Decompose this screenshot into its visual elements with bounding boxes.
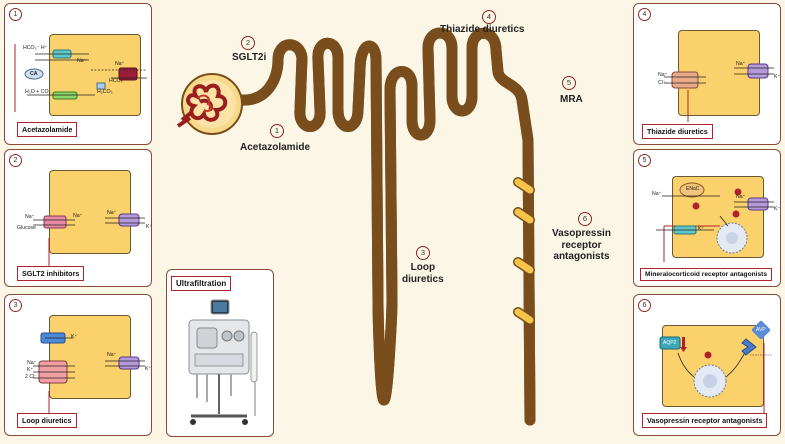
na-cell-label: Na⁺ — [73, 213, 83, 219]
hco3-h-label: HCO₃⁻ H⁺ — [23, 45, 48, 51]
panel-caption: Vasopressin receptor antagonists — [642, 413, 768, 428]
panel-mra: 5 ENaC Na⁺ Na⁺ K⁺ K⁺ Mineralocorticoid r… — [633, 149, 781, 287]
k-label: K⁺ — [146, 224, 153, 230]
na-k-pump-icon — [118, 213, 140, 227]
na-k-pump-icon — [747, 63, 769, 79]
label-number-3: 3 — [416, 246, 430, 260]
panel-thiazide: 4 Na⁺ Cl⁻ Na⁺ K⁺ Thiazide diuretics — [633, 3, 781, 145]
na-k-pump-icon — [747, 197, 769, 211]
v2-receptor-icon — [741, 338, 757, 356]
panel-number: 3 — [9, 299, 22, 312]
ultrafiltration-panel: Ultrafiltration — [166, 269, 274, 437]
sglt2i-label: SGLT2i — [232, 52, 267, 63]
ultrafiltration-caption: Ultrafiltration — [171, 276, 232, 291]
vaso-label-line1: Vasopressin — [552, 228, 611, 239]
water-channel-icon — [52, 91, 78, 100]
h2o-co2-label: H₂O + CO₂ — [25, 89, 51, 95]
panel-acetazolamide: 1 HCO₃⁻ H⁺ Na⁺ CA H₂O + CO₂ H₂CO₃ Na⁺ HC… — [4, 3, 152, 145]
loop-label: Loop diuretics — [402, 262, 444, 285]
ca-enzyme-icon — [96, 82, 106, 90]
na-basolateral-label: Na⁺ — [115, 61, 125, 67]
acetazolamide-label: Acetazolamide — [240, 142, 311, 153]
hco3-out-label: HCO₃⁻ — [109, 78, 126, 84]
na-label: Na⁺ — [652, 191, 662, 197]
inhibit-icon — [732, 210, 740, 218]
na-basolateral-label: Na⁺ — [736, 61, 746, 67]
down-arrow-icon — [682, 337, 685, 347]
label-number-4: 4 — [482, 10, 496, 24]
panel-number: 2 — [9, 154, 22, 167]
carbonic-anhydrase-icon — [24, 68, 44, 80]
enac-label: ENaC — [686, 186, 700, 192]
na-label: Na⁺ — [658, 72, 668, 78]
basolateral-transporter-icon — [118, 67, 138, 81]
sglt2-transporter-icon — [43, 215, 67, 229]
label-number-5: 5 — [562, 76, 576, 90]
label-number-2: 2 — [241, 36, 255, 50]
enac-channel-icon — [679, 182, 705, 198]
panel-number: 4 — [638, 8, 651, 21]
thiazide-label: Thiazide diuretics — [440, 24, 525, 35]
h2co3-label: H₂CO₃ — [97, 89, 113, 95]
na-label: Na⁺ — [77, 58, 87, 64]
label-number-6: 6 — [578, 212, 592, 226]
na-basolateral-label: Na⁺ — [107, 210, 117, 216]
na-k-pump-icon — [118, 356, 140, 370]
na-basolateral-label: Na⁺ — [736, 194, 746, 200]
k-label: K⁺ — [27, 367, 34, 373]
label-number-1: 1 — [270, 124, 284, 138]
panel-number: 5 — [638, 154, 651, 167]
cl-label: Cl⁻ — [658, 80, 666, 86]
mra-label: MRA — [560, 94, 583, 105]
tubular-cell — [49, 315, 131, 399]
inhibit-icon — [692, 202, 700, 210]
panel-number: 1 — [9, 8, 22, 21]
loop-label-line2: diuretics — [402, 273, 444, 285]
panel-caption: Thiazide diuretics — [642, 124, 713, 139]
avp-icon — [751, 320, 771, 340]
cl-label: 2 Cl⁻ — [25, 374, 37, 380]
panel-loop: 3 K⁺ Na⁺ K⁺ 2 Cl⁻ Na⁺ K⁺ Loop diuretics — [4, 294, 152, 436]
aqp2-channel-icon — [659, 336, 681, 350]
k-basolateral-label: K⁺ — [774, 206, 781, 212]
k-label: K⁺ — [698, 226, 705, 232]
panel-vasopressin: 6 AQP2 AVP Vasopressin receptor antagoni… — [633, 294, 781, 436]
loop-label-line1: Loop — [410, 262, 436, 273]
panel-sglt2: 2 Na⁺ Na⁺ Glucose Na⁺ K⁺ SGLT2 inhibitor… — [4, 149, 152, 287]
ultrafiltration-machine-icon — [188, 299, 258, 425]
panel-number: 6 — [638, 299, 651, 312]
glucose-label: Glucose — [17, 225, 37, 231]
tubular-cell — [49, 170, 131, 254]
na-lumen-label: Na⁺ — [25, 214, 35, 220]
na-label: Na⁺ — [27, 360, 37, 366]
panel-caption: Mineralocorticoid receptor antagonists — [640, 268, 773, 281]
avp-label: AVP — [756, 327, 766, 333]
k-secretion-label: K⁺ — [71, 334, 78, 340]
inhibit-icon — [704, 351, 712, 359]
panel-caption: SGLT2 inhibitors — [17, 266, 85, 281]
na-basolateral-label: Na⁺ — [107, 352, 117, 358]
inhibit-icon — [734, 188, 742, 196]
ncc-transporter-icon — [671, 71, 699, 89]
k-basolateral-label: K⁺ — [145, 366, 152, 372]
k-label: K⁺ — [774, 74, 781, 80]
vaso-label-line3: antagonists — [553, 251, 610, 262]
aqp2-label: AQP2 — [663, 340, 677, 346]
panel-caption: Loop diuretics — [17, 413, 77, 428]
vaso-label-line2: receptor — [561, 239, 602, 251]
vasopressin-label: Vasopressin receptor antagonists — [552, 228, 611, 263]
panel-caption: Acetazolamide — [17, 122, 78, 137]
ca-label: CA — [30, 71, 38, 77]
